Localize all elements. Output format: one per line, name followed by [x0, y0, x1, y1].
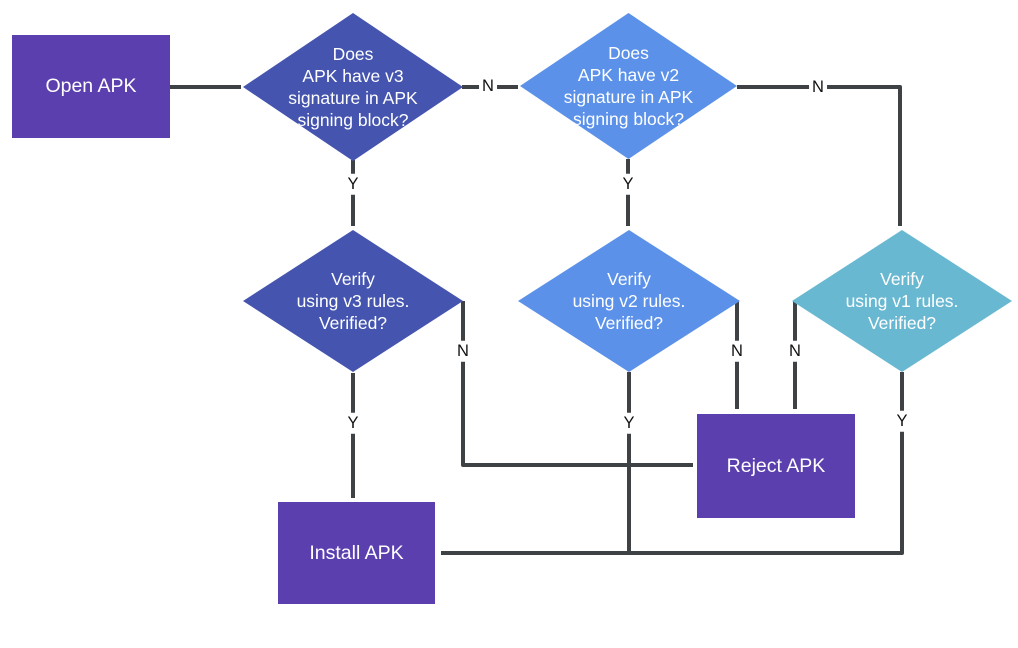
- edge-qv2-no-to-verifyv1: [737, 85, 902, 226]
- node-open-apk: Open APK: [12, 35, 170, 138]
- node-reject-apk: Reject APK: [697, 414, 855, 518]
- edge-label-qv3-no: N: [479, 75, 497, 97]
- node-verify-v1-label: Verify using v1 rules. Verified?: [845, 268, 959, 334]
- node-verify-v2-label: Verify using v2 rules. Verified?: [572, 268, 686, 334]
- edge-verifyv1-yes-to-install: [441, 372, 904, 555]
- edge-label-verifyv3-no: N: [454, 340, 472, 362]
- edge-label-qv3-yes: Y: [344, 173, 362, 195]
- node-install-apk-label: Install APK: [309, 541, 404, 564]
- edge-label-verifyv1-no: N: [786, 340, 804, 362]
- node-reject-apk-label: Reject APK: [726, 454, 826, 477]
- edge-label-verifyv3-yes: Y: [344, 412, 362, 434]
- edge-label-verifyv2-no: N: [728, 340, 746, 362]
- node-open-apk-label: Open APK: [45, 75, 137, 97]
- node-verify-v3-label: Verify using v3 rules. Verified?: [296, 268, 410, 334]
- node-install-apk: Install APK: [278, 502, 435, 604]
- node-question-v3-label: Does APK have v3 signature in APK signin…: [288, 43, 418, 131]
- edge-label-qv2-no: N: [809, 76, 827, 98]
- edge-label-qv2-yes: Y: [619, 173, 637, 195]
- node-question-v2-label: Does APK have v2 signature in APK signin…: [563, 42, 694, 130]
- edge-label-verifyv2-yes: Y: [620, 412, 638, 434]
- edge-label-verifyv1-yes: Y: [893, 410, 911, 432]
